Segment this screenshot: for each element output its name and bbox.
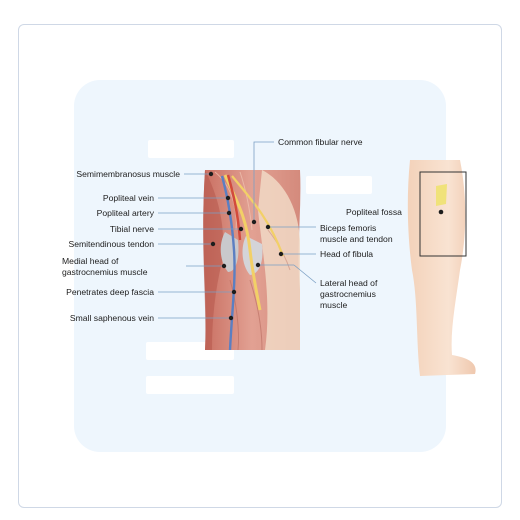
label-biceps-femoris: Biceps femoris muscle and tendon — [320, 223, 393, 245]
label-semitendinosus: Semitendinous tendon — [68, 239, 154, 249]
label-common-fibular-nerve: Common fibular nerve — [278, 137, 363, 147]
label-lateral-head-line2: gastrocnemius — [320, 289, 376, 299]
label-biceps-line1: Biceps femoris — [320, 223, 377, 233]
label-lateral-head-line1: Lateral head of — [320, 278, 378, 288]
label-medial-head-line1: Medial head of — [62, 256, 119, 266]
label-popliteal-vein: Popliteal vein — [102, 193, 154, 203]
label-popliteal-fossa: Popliteal fossa — [346, 207, 402, 217]
leg-silhouette — [407, 160, 476, 376]
label-biceps-line2: muscle and tendon — [320, 234, 393, 244]
label-deep-fascia: Penetrates deep fascia — [66, 287, 154, 297]
label-medial-head-line2: gastrocnemius muscle — [62, 267, 148, 277]
label-semimembranosus: Semimembranosus muscle — [76, 169, 180, 179]
placeholder-bar — [306, 176, 372, 194]
placeholder-bar — [146, 376, 234, 394]
label-lateral-head-line3: muscle — [320, 300, 348, 310]
leader-lines — [158, 141, 317, 319]
marker-dots — [208, 171, 284, 321]
label-small-saphenous: Small saphenous vein — [69, 313, 154, 323]
label-lateral-head: Lateral head of gastrocnemius muscle — [320, 278, 377, 311]
label-tibial-nerve: Tibial nerve — [109, 224, 154, 234]
placeholder-bar — [148, 140, 234, 158]
label-medial-head: Medial head of gastrocnemius muscle — [62, 256, 148, 278]
label-popliteal-artery: Popliteal artery — [96, 208, 154, 218]
label-head-of-fibula: Head of fibula — [320, 249, 374, 259]
knee-dissection — [203, 170, 301, 351]
